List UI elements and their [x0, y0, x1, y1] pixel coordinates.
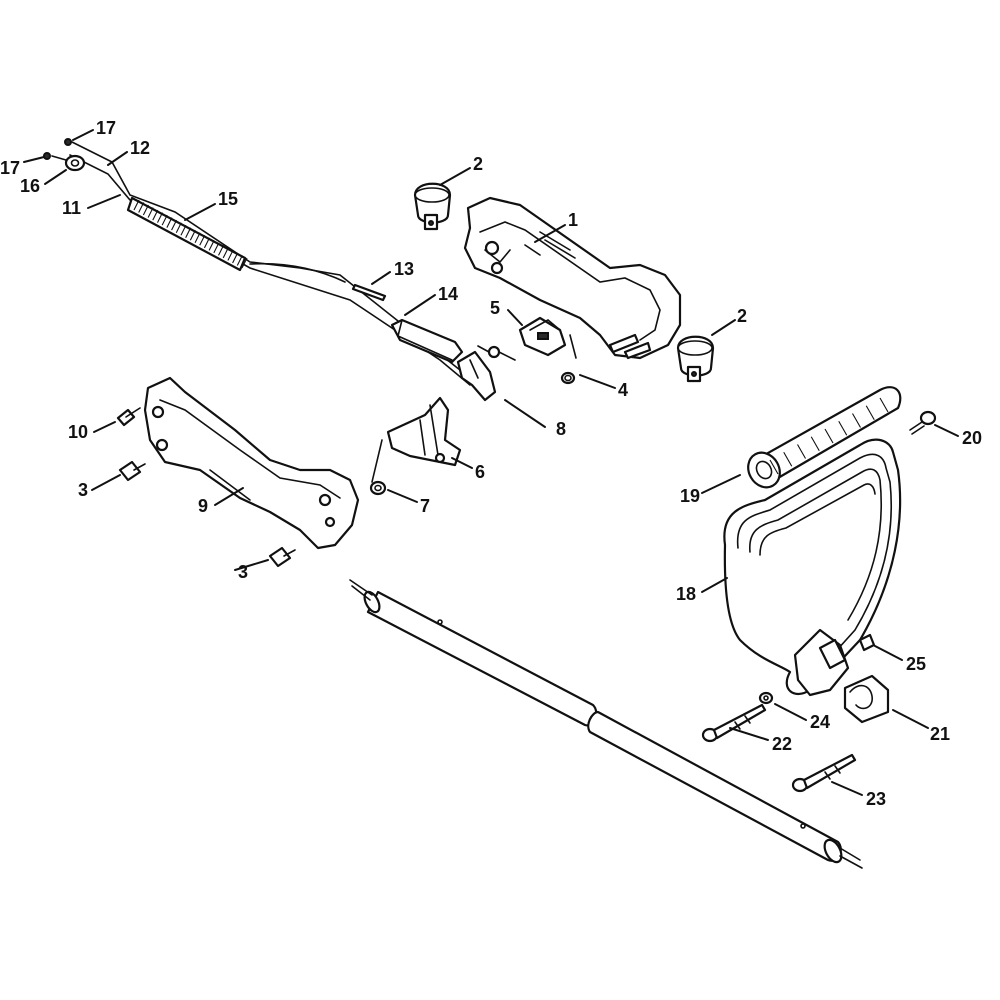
throttle-trigger [456, 350, 497, 402]
screw-10 [116, 407, 141, 427]
contact-switch [386, 396, 462, 467]
interlock-lever [390, 318, 464, 364]
callout-25: 25 [906, 654, 926, 674]
throttle-cable-assembly [43, 138, 471, 386]
callout-2-top: 2 [473, 154, 483, 174]
callout-4: 4 [618, 380, 628, 400]
clamp-block [843, 674, 890, 724]
grip-sleeve [747, 386, 902, 489]
interlock-lever-pin [351, 283, 387, 302]
cable-nut [64, 154, 86, 172]
callout-19: 19 [680, 486, 700, 506]
handle-housing-left [143, 376, 360, 550]
screw-3-lower [268, 546, 296, 568]
square-nut [858, 633, 876, 652]
spring-part-4 [560, 334, 577, 385]
callout-1: 1 [568, 210, 578, 230]
bolt-23 [791, 753, 857, 793]
drive-tube [349, 579, 863, 869]
callout-3-lower: 3 [238, 562, 248, 582]
torsion-spring [477, 345, 516, 361]
callout-17-top: 17 [96, 118, 116, 138]
screw-20 [909, 410, 937, 435]
screw-3-upper [118, 460, 146, 482]
callout-8: 8 [556, 419, 566, 439]
callout-10: 10 [68, 422, 88, 442]
handle-housing-right [463, 196, 682, 360]
callout-2-right: 2 [737, 306, 747, 326]
callout-5: 5 [490, 298, 500, 318]
callout-3-upper: 3 [78, 480, 88, 500]
callout-20: 20 [962, 428, 982, 448]
washer [758, 691, 774, 705]
callout-17-left: 17 [0, 158, 20, 178]
callout-21: 21 [930, 724, 950, 744]
callout-9: 9 [198, 496, 208, 516]
callout-15: 15 [218, 189, 238, 209]
callout-6: 6 [475, 462, 485, 482]
callout-labels: 1 2 2 3 3 4 5 6 7 8 9 10 11 12 13 14 15 … [0, 118, 982, 809]
hose-clamp-top [413, 182, 452, 231]
hose-clamp-right [676, 335, 715, 383]
callout-23: 23 [866, 789, 886, 809]
cable-spring-sleeve [126, 196, 248, 272]
callout-24: 24 [810, 712, 830, 732]
callout-14: 14 [438, 284, 458, 304]
callout-18: 18 [676, 584, 696, 604]
callout-22: 22 [772, 734, 792, 754]
callout-11: 11 [62, 198, 81, 218]
leader-lines [23, 129, 959, 796]
loop-handle [723, 438, 902, 697]
torsion-spring-7 [369, 439, 387, 496]
bolt-22 [701, 703, 767, 743]
callout-7: 7 [420, 496, 430, 516]
callout-16: 16 [20, 176, 40, 196]
callout-13: 13 [394, 259, 414, 279]
callout-12: 12 [130, 138, 150, 158]
slide-control [518, 316, 567, 357]
